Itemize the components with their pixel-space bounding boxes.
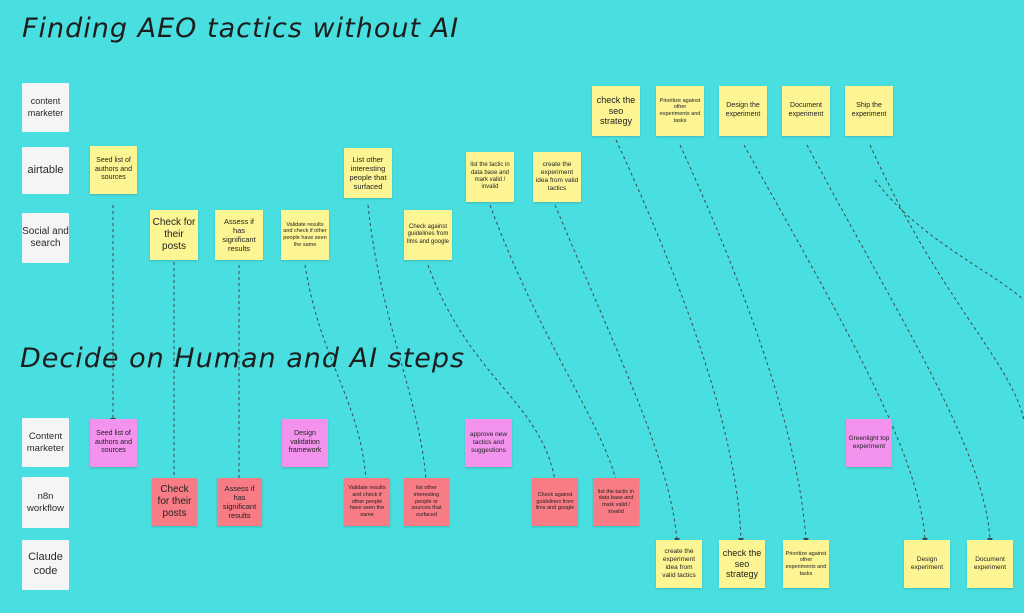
sticky-design-experiment-claude[interactable]: Design experiment [904, 540, 950, 588]
sticky-check-seo-claude[interactable]: check the seo strategy [719, 540, 765, 588]
sticky-list-other-people[interactable]: List other interesting people that surfa… [344, 148, 392, 198]
lane-label-social-search: Social and search [22, 213, 69, 263]
sticky-create-experiment-claude[interactable]: create the experiment idea from valid ta… [656, 540, 702, 588]
sticky-check-guidelines-n8n[interactable]: Check against guidelines from llms and g… [532, 478, 578, 526]
sticky-validate-results-n8n[interactable]: Validate results and check if other peop… [344, 478, 390, 526]
sticky-check-posts[interactable]: Check for their posts [150, 210, 198, 260]
sticky-list-tactic-n8n[interactable]: list the tactic in data base and mark va… [593, 478, 639, 526]
lane-label-claude-code: Claude code [22, 540, 69, 590]
link-design [743, 144, 926, 541]
sticky-greenlight-experiment[interactable]: Greenlight top experiment [846, 419, 892, 467]
sticky-seed-list[interactable]: Seed list of authors and sources [90, 146, 137, 194]
sticky-list-tactic[interactable]: list the tactic in data base and mark va… [466, 152, 514, 202]
sticky-approve-tactics[interactable]: approve new tactics and suggestions [465, 419, 512, 467]
sticky-prioritize-claude[interactable]: Prioritize against other experiments and… [783, 540, 829, 588]
sticky-assess-results[interactable]: Assess if has significant results [215, 210, 263, 260]
sticky-list-other-n8n[interactable]: list other interesting people or sources… [404, 478, 449, 526]
link-ship-2 [874, 179, 1024, 301]
link-prioritize [679, 144, 807, 541]
sticky-prioritize[interactable]: Prioritize against other experiments and… [656, 86, 704, 136]
lane-label-content-marketer-2: Content marketer [22, 418, 69, 467]
sticky-create-experiment[interactable]: create the experiment idea from valid ta… [533, 152, 581, 202]
sticky-design-validation-framework[interactable]: Design validation framework [282, 419, 328, 467]
title-decide-steps: Decide on Human and AI steps [20, 343, 466, 374]
sticky-document-experiment[interactable]: Document experiment [782, 86, 830, 136]
title-finding-aeo: Finding AEO tactics without AI [22, 13, 460, 44]
sticky-assess-results-n8n[interactable]: Assess if has significant results [217, 478, 262, 526]
sticky-seed-list-human[interactable]: Seed list of authors and sources [90, 419, 137, 467]
sticky-design-experiment[interactable]: Design the experiment [719, 86, 767, 136]
sticky-check-posts-n8n[interactable]: Check for their posts [152, 478, 197, 526]
sticky-ship-experiment[interactable]: Ship the experiment [845, 86, 893, 136]
sticky-check-seo[interactable]: check the seo strategy [592, 86, 640, 136]
sticky-validate-results[interactable]: Validate results and check if other peop… [281, 210, 329, 260]
sticky-document-experiment-claude[interactable]: Document experiment [967, 540, 1013, 588]
lane-label-airtable: airtable [22, 147, 69, 194]
link-document [806, 144, 991, 541]
lane-label-content-marketer: content marketer [22, 83, 69, 132]
link-ship-1 [869, 144, 1024, 421]
lane-label-n8n-workflow: n8n workflow [22, 477, 69, 528]
sticky-check-guidelines[interactable]: Check against guidelines from llms and g… [404, 210, 452, 260]
